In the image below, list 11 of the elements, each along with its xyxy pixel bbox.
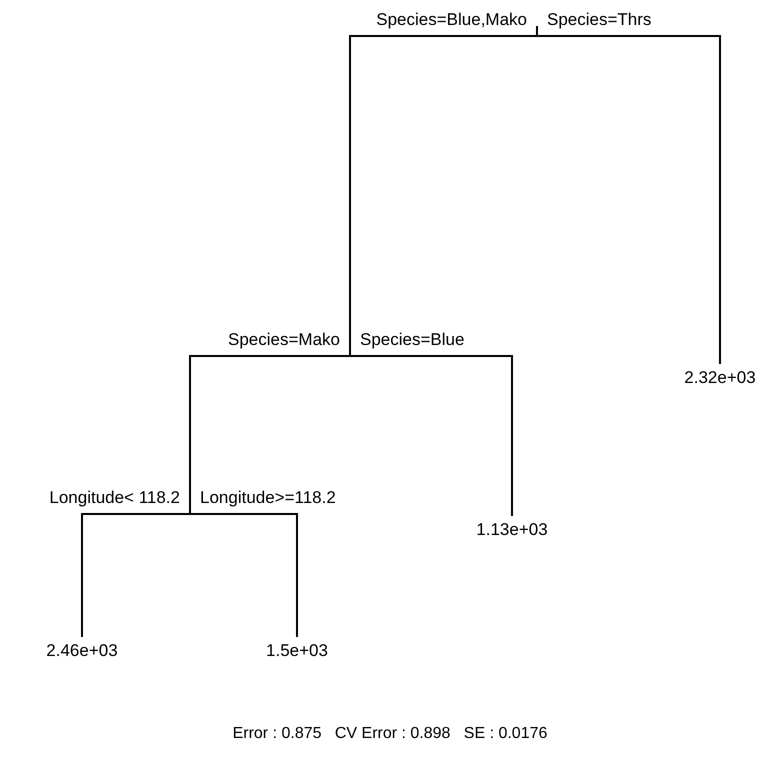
split-condition: Species=Thrs xyxy=(547,10,652,30)
leaf-value: 1.5e+03 xyxy=(266,641,328,661)
leaf-value: 2.32e+03 xyxy=(684,368,756,388)
split-condition: Longitude< 118.2 xyxy=(49,488,180,508)
split-condition: Species=Blue xyxy=(360,330,464,350)
leaf-value: 2.46e+03 xyxy=(46,641,118,661)
leaf-value: 1.13e+03 xyxy=(476,520,548,540)
split-condition: Species=Blue,Mako xyxy=(376,10,527,30)
error-summary: Error : 0.875 CV Error : 0.898 SE : 0.0176 xyxy=(232,724,548,744)
split-condition: Species=Mako xyxy=(228,330,340,350)
split-condition: Longitude>=118.2 xyxy=(200,488,336,508)
